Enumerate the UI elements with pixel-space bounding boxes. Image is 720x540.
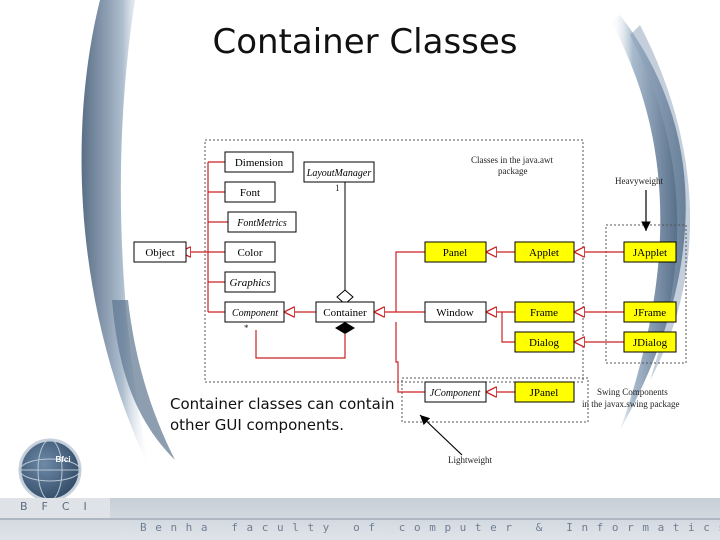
- composition-line: [255, 330, 346, 359]
- composition-diamond: [335, 322, 355, 334]
- swing-package-border: [401, 377, 589, 423]
- multiplicity-many: *: [244, 323, 249, 333]
- footer-bfci: BFCI: [20, 500, 101, 513]
- awt-package-label-1: Classes in the java.awt: [471, 155, 553, 165]
- jpanel-box: JPanel: [530, 387, 559, 399]
- jcomponent-box: JComponent: [430, 388, 481, 399]
- slide-title: Container Classes: [212, 22, 518, 62]
- dimension-box: Dimension: [235, 157, 284, 169]
- container-box: Container: [323, 307, 367, 319]
- swing-yellow-boxes: [424, 241, 677, 403]
- layout-manager-box: LayoutManager: [306, 168, 372, 179]
- graphics-box: Graphics: [230, 277, 271, 289]
- caption-line-1: Container classes can contain: [170, 395, 395, 413]
- caption-line-2: other GUI components.: [170, 416, 344, 434]
- dialog-box: Dialog: [529, 337, 559, 349]
- multiplicity-one: 1: [335, 183, 340, 193]
- container-subclass-lines: [374, 251, 425, 312]
- footer-left-block: [0, 498, 110, 518]
- font-metrics-box: FontMetrics: [236, 218, 287, 229]
- logo-text: Bfci: [55, 455, 71, 464]
- frame-box: Frame: [530, 307, 558, 319]
- jcomponent-to-container-line: [395, 322, 425, 393]
- panel-box: Panel: [443, 247, 467, 259]
- awt-package-label-2: package: [498, 166, 527, 176]
- window-box: Window: [436, 307, 473, 319]
- lightweight-arrow: [419, 414, 463, 456]
- color-box: Color: [237, 247, 262, 259]
- footer-divider: [0, 518, 720, 520]
- caption: Container classes can contain other GUI …: [170, 394, 410, 436]
- swing-label-1: Swing Components: [597, 387, 668, 397]
- awt-package-border: [204, 139, 584, 383]
- jdialog-box: JDialog: [633, 337, 668, 349]
- heavyweight-label: Heavyweight: [615, 176, 663, 186]
- footer-tagline: Benha faculty of computer & Informatics: [140, 521, 720, 534]
- window-subclass-lines: [486, 312, 515, 343]
- awt-boxes: [133, 151, 487, 403]
- japplet-box: JApplet: [633, 247, 667, 259]
- font-box: Font: [240, 187, 260, 199]
- lightweight-label: Lightweight: [448, 455, 492, 465]
- object-inheritance-lines: [180, 161, 228, 313]
- swing-label-2: in the javax.swing package: [582, 399, 679, 409]
- jframe-box: JFrame: [634, 307, 667, 319]
- object-box: Object: [145, 247, 174, 259]
- component-box: Component: [232, 308, 278, 319]
- applet-box: Applet: [529, 247, 559, 259]
